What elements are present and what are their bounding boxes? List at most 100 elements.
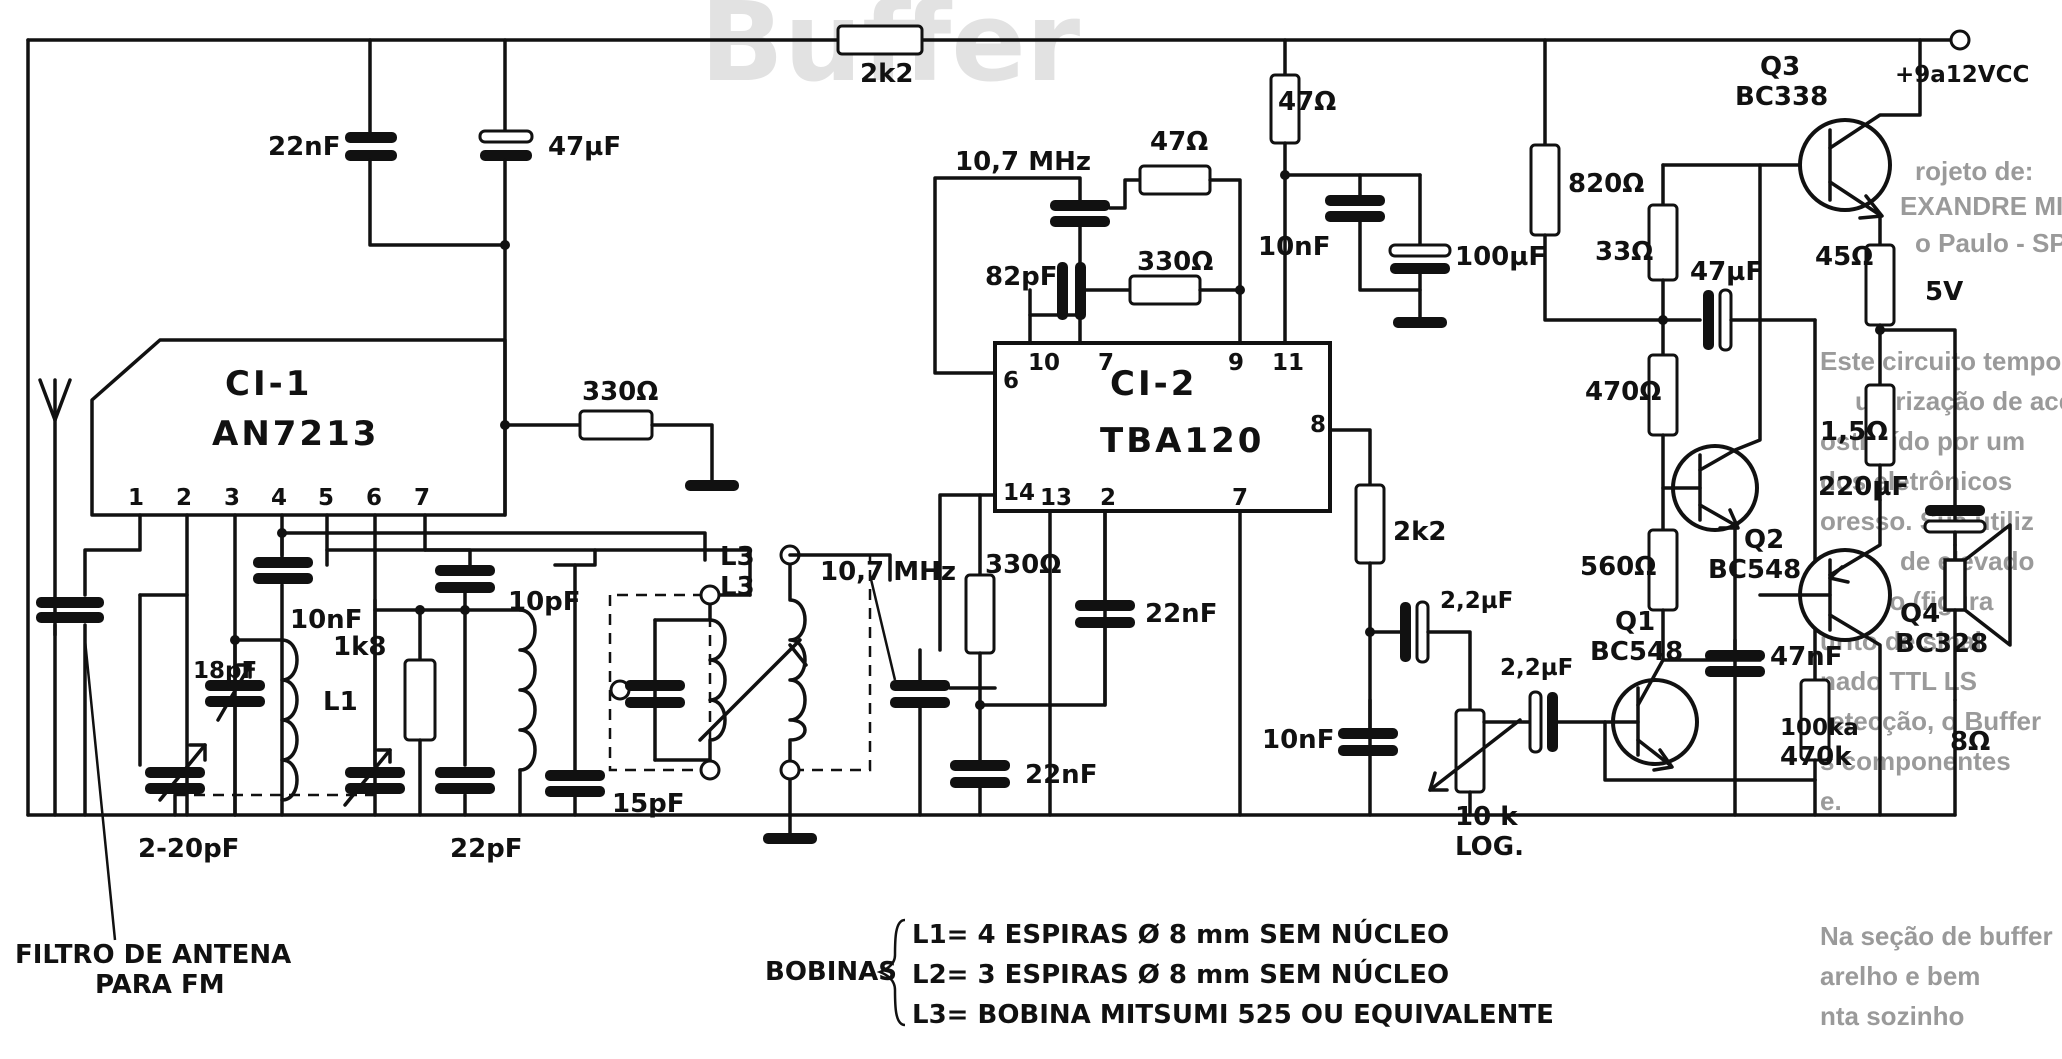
bleed-line: arelho e bem (1820, 961, 1980, 991)
bleed-line: EXANDRE MINORU ITO (1900, 191, 2062, 221)
label-22nF-pin14: 22nF (1025, 760, 1097, 790)
label-2-2uF-b: 2,2µF (1500, 655, 1573, 681)
label-22nF-pin2: 22nF (1145, 599, 1217, 629)
cap-10pF (418, 548, 522, 615)
label-antenna-filter-2: PARA FM (95, 970, 225, 1000)
coils-note-line: L2= 3 ESPIRAS Ø 8 mm SEM NÚCLEO (912, 958, 1449, 990)
label-470: 470Ω (1585, 377, 1661, 407)
ic2-pin11-network (1269, 38, 1452, 345)
ic2-top-network (933, 164, 1245, 375)
cap-22pF (435, 608, 495, 817)
ic1-pin-label: 5 (318, 485, 334, 511)
page-bleed-through: Buffer rojeto de: EXANDRE MINORU ITO o P… (700, 0, 2062, 1031)
bleed-line: rojeto de: (1915, 156, 2033, 186)
label-1k8: 1k8 (333, 632, 386, 662)
label-560: 560Ω (1580, 552, 1656, 582)
ground-symbol (1393, 317, 1447, 328)
label-47-supply: 47Ω (1278, 87, 1336, 117)
coils-note-line: L3= BOBINA MITSUMI 525 OU EQUIVALENTE (912, 1000, 1554, 1030)
label-18pF: 18pF (193, 658, 257, 684)
bleed-line: de elevado (1900, 546, 2034, 576)
label-L3-b: L3 (720, 572, 755, 602)
ic2-name: CI-2 (1110, 364, 1197, 404)
supply-rail (26, 24, 1971, 817)
label-470k: 470k (1780, 742, 1852, 772)
ic2-pin-label: 7 (1098, 350, 1114, 376)
bleed-line: Na seção de buffer (1820, 921, 2053, 951)
resistor-100k (1799, 318, 1831, 817)
label-q2-part: BC548 (1708, 555, 1801, 585)
label-10-7-coil: 10,7 MHz (820, 557, 956, 587)
label-47nF: 47nF (1770, 642, 1842, 672)
bleed-line: nado TTL LS (1820, 666, 1977, 696)
cap-47uF-top (478, 38, 534, 517)
cap-47nF (1705, 638, 1765, 677)
potentiometer-10k (1428, 690, 1607, 817)
label-820: 820Ω (1568, 169, 1644, 199)
ic2-block (993, 341, 1332, 513)
supply-terminal (1949, 29, 1971, 51)
label-22nF-top: 22nF (268, 132, 340, 162)
label-22pF: 22pF (450, 834, 523, 864)
bleed-line: retecção, o Buffer (1820, 706, 2041, 736)
label-10nF-ic1: 10nF (290, 605, 362, 635)
component-labels: 2k2 22nF 47µF CI-1 AN7213 330Ω 1 2 3 4 5… (15, 52, 2029, 1000)
ic1-part: AN7213 (212, 414, 379, 454)
ic2-pin-label: 10 (1028, 350, 1060, 376)
amp-right-network (1864, 243, 1987, 562)
coil-L1 (175, 638, 380, 802)
label-q1: Q1 (1615, 607, 1655, 637)
label-antenna-filter-1: FILTRO DE ANTENA (15, 940, 291, 970)
label-speaker-8: 8Ω (1950, 727, 1990, 757)
cap-15pF (545, 548, 605, 817)
bleed-line: Este circuito temporizado (1820, 346, 2062, 376)
ic2-pin-label: 6 (1003, 368, 1019, 394)
ic1-pin-label: 1 (128, 485, 144, 511)
ic2-part: TBA120 (1100, 421, 1264, 461)
label-5v: 5V (1925, 277, 1963, 307)
ic2-pin-label: 8 (1310, 412, 1326, 438)
label-1-5: 1,5Ω (1820, 417, 1888, 447)
label-2k2-pin8: 2k2 (1393, 517, 1446, 547)
label-47-ic2: 47Ω (1150, 127, 1208, 157)
label-82pF: 82pF (985, 262, 1058, 292)
bleed-line: s componentes (1820, 746, 2011, 776)
label-q3: Q3 (1760, 52, 1800, 82)
label-pot-10k: 10 k (1455, 802, 1518, 832)
ic2-pin-label: 13 (1040, 485, 1072, 511)
label-10-7-top: 10,7 MHz (955, 147, 1091, 177)
label-2-2uF-a: 2,2µF (1440, 588, 1513, 614)
resistor-330-ic1 (503, 409, 739, 491)
label-pot-log: LOG. (1455, 832, 1524, 862)
resistor-2k2-top (836, 24, 924, 56)
label-330-ic2: 330Ω (1137, 247, 1213, 277)
transistor-Q1 (1603, 658, 1817, 782)
label-q4-part: BC328 (1895, 629, 1988, 659)
label-q2: Q2 (1744, 525, 1784, 555)
ic2-output-network (1328, 428, 1472, 817)
label-45: 45Ω (1815, 242, 1873, 272)
label-100uF: 100µF (1455, 242, 1546, 272)
cap-10nF-ic1 (253, 528, 313, 817)
cap-10-7MHz-coil (890, 648, 997, 817)
label-47uF-top: 47µF (548, 132, 621, 162)
antenna-filter-pointer (83, 639, 117, 941)
ic2-pin-label: 11 (1272, 350, 1304, 376)
amp-left-network (1529, 38, 1832, 662)
coils-note-title: BOBINAS (765, 957, 897, 987)
ic1-name: CI-1 (225, 364, 312, 404)
bleed-line: nta sozinho (1820, 1001, 1964, 1031)
ic1-pin-label: 7 (414, 485, 430, 511)
coil-L2 (518, 608, 537, 817)
ic2-bottom-network (938, 493, 1242, 817)
label-330-pin14: 330Ω (985, 550, 1061, 580)
coil-L3-primary (608, 584, 752, 781)
label-2k2-top: 2k2 (860, 59, 913, 89)
transistor-Q2 (1661, 163, 1762, 817)
label-q4: Q4 (1900, 599, 1940, 629)
ground-rail (26, 698, 1957, 817)
label-10nF-supply: 10nF (1258, 232, 1330, 262)
coils-note: BOBINAS L1= 4 ESPIRAS Ø 8 mm SEM NÚCLEO … (765, 918, 1554, 1030)
label-15pF: 15pF (612, 789, 685, 819)
cap-22nF-top (345, 38, 507, 247)
